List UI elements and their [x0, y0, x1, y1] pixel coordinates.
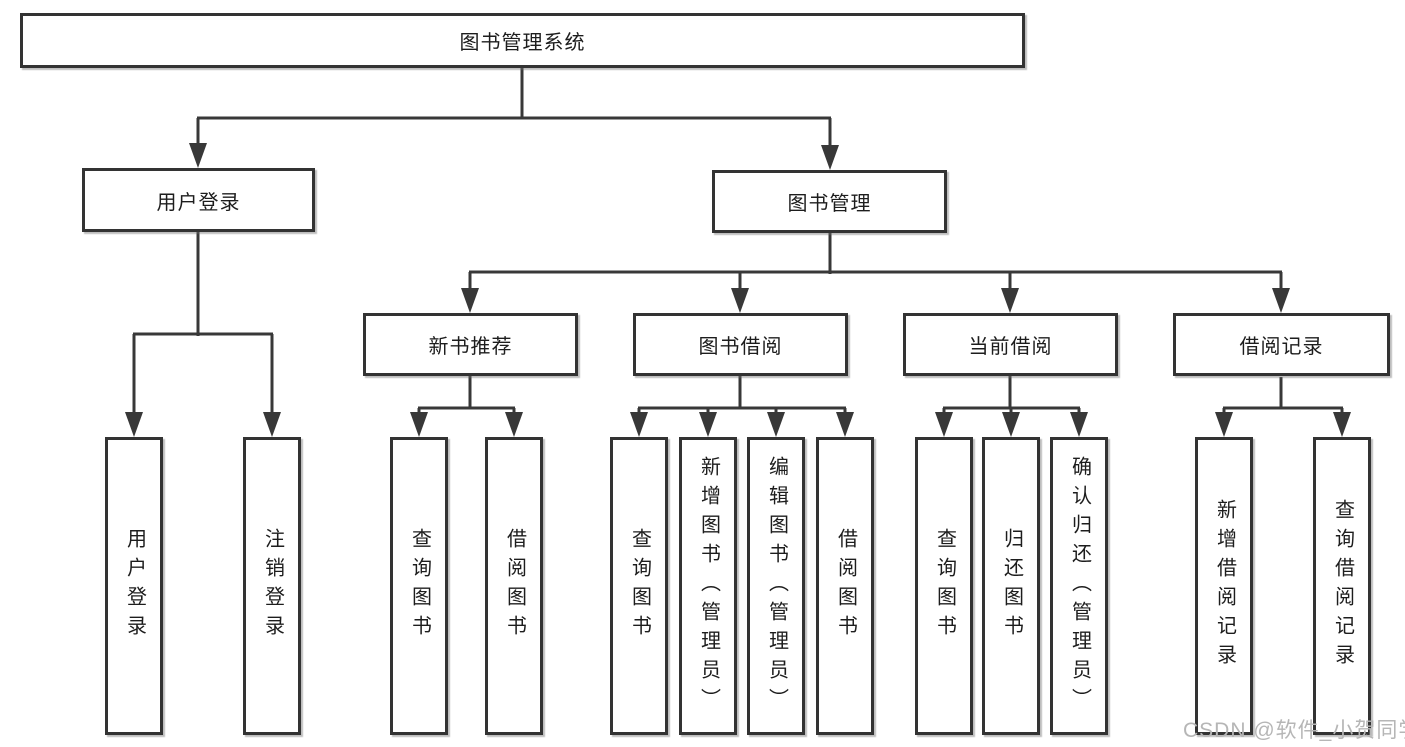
node-leaf-borrow-query-label: 查询图书: [628, 528, 651, 644]
node-leaf-borrow-query: 查询图书: [610, 437, 668, 735]
node-borrow-records-label: 借阅记录: [1239, 336, 1324, 358]
node-leaf-record-query: 查询借阅记录: [1313, 437, 1371, 735]
node-leaf-record-query-label: 查询借阅记录: [1331, 499, 1354, 673]
node-leaf-newbook-borrow: 借阅图书: [485, 437, 543, 735]
node-leaf-current-confirm: 确认归还（管理员）: [1050, 437, 1108, 735]
node-leaf-borrow-add: 新增图书（管理员）: [679, 437, 737, 735]
connector-strokes: [132, 68, 1344, 414]
node-book-management-label: 图书管理: [787, 193, 872, 215]
node-leaf-borrow-borrow: 借阅图书: [816, 437, 874, 735]
node-user-login: 用户登录: [82, 168, 315, 232]
node-book-management: 图书管理: [712, 170, 947, 233]
node-book-borrow: 图书借阅: [633, 313, 848, 376]
arrowheads: [125, 143, 1351, 437]
node-book-borrow-label: 图书借阅: [698, 336, 783, 358]
node-leaf-record-add: 新增借阅记录: [1195, 437, 1253, 735]
node-leaf-newbook-borrow-label: 借阅图书: [503, 528, 526, 644]
node-new-book-recommend-label: 新书推荐: [428, 336, 513, 358]
node-leaf-current-query: 查询图书: [915, 437, 973, 735]
node-leaf-borrow-add-label: 新增图书（管理员）: [697, 455, 720, 717]
node-current-borrow-label: 当前借阅: [968, 336, 1053, 358]
node-leaf-newbook-query-label: 查询图书: [408, 528, 431, 644]
node-leaf-newbook-query: 查询图书: [390, 437, 448, 735]
node-leaf-borrow-edit: 编辑图书（管理员）: [747, 437, 805, 735]
node-root-label: 图书管理系统: [459, 32, 586, 54]
node-leaf-current-return: 归还图书: [982, 437, 1040, 735]
node-root: 图书管理系统: [20, 13, 1025, 68]
node-leaf-logout: 注销登录: [243, 437, 301, 735]
node-current-borrow: 当前借阅: [903, 313, 1118, 376]
node-leaf-record-add-label: 新增借阅记录: [1213, 499, 1236, 673]
node-new-book-recommend: 新书推荐: [363, 313, 578, 376]
node-borrow-records: 借阅记录: [1173, 313, 1390, 376]
node-user-login-label: 用户登录: [156, 191, 241, 214]
watermark: CSDN @软件_小贺同学: [1183, 719, 1405, 742]
node-leaf-current-query-label: 查询图书: [933, 528, 956, 644]
node-leaf-current-confirm-label: 确认归还（管理员）: [1068, 455, 1091, 717]
node-leaf-current-return-label: 归还图书: [1000, 528, 1023, 644]
node-leaf-borrow-edit-label: 编辑图书（管理员）: [765, 455, 788, 717]
node-leaf-user-login: 用户登录: [105, 437, 163, 735]
node-leaf-user-login-label: 用户登录: [123, 528, 146, 644]
node-leaf-logout-label: 注销登录: [261, 528, 284, 644]
node-leaf-borrow-borrow-label: 借阅图书: [834, 528, 857, 644]
